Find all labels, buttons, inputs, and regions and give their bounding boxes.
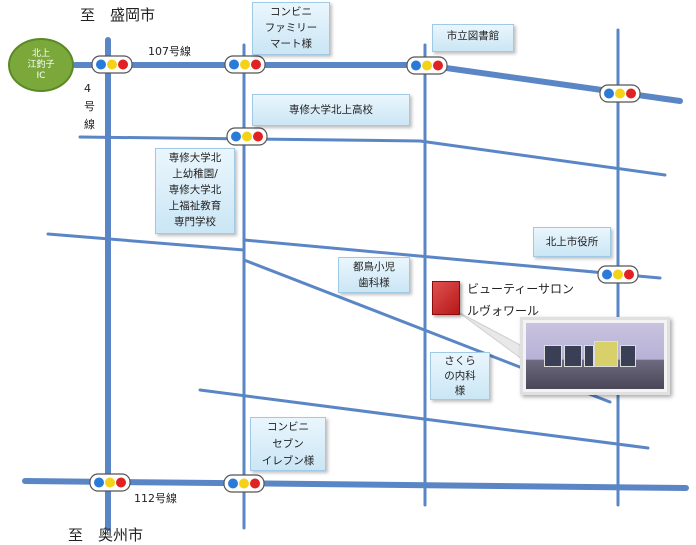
road-west-diagonal	[46, 232, 246, 252]
traffic-signals	[89, 55, 641, 493]
landmark-sakura-clinic: さくら の内科 様	[430, 352, 490, 400]
salon-photo-image	[526, 323, 664, 389]
route-112-label: 112号線	[134, 492, 177, 505]
photo-window	[584, 345, 594, 367]
photo-shop-sign	[594, 341, 618, 367]
interchange-name-1: 北上	[31, 48, 50, 59]
photo-window	[544, 345, 562, 367]
traffic-signal	[89, 473, 131, 492]
destination-label: ビューティーサロン ルヴォワール	[467, 282, 575, 318]
landmark-library: 市立図書館	[432, 24, 514, 52]
roads	[22, 28, 689, 531]
destination-marker[interactable]	[432, 281, 460, 315]
landmark-seven-eleven: コンビニ セブン イレブン様	[250, 417, 326, 471]
road-city-hall-street	[242, 238, 662, 280]
interchange-badge: 北上 江釣子 IC	[8, 38, 74, 92]
photo-window	[620, 345, 636, 367]
traffic-signal	[599, 84, 641, 103]
salon-photo	[520, 317, 670, 395]
traffic-signal	[224, 55, 266, 74]
traffic-signal	[597, 265, 639, 284]
landmark-senshu-high: 専修大学北上高校	[252, 94, 410, 126]
route-4-label: 4 号 線	[84, 82, 95, 131]
route-112-road	[22, 478, 689, 491]
interchange-name-3: IC	[36, 70, 46, 81]
landmark-family-mart: コンビニ ファミリー マート様	[252, 2, 330, 55]
south-direction-label: 至 奥州市	[68, 526, 144, 544]
landmark-dental-clinic: 都鳥小児 歯科様	[338, 257, 410, 293]
landmark-kindergarten: 専修大学北 上幼稚園/ 専修大学北 上福祉教育 専門学校	[155, 148, 235, 234]
photo-window	[564, 345, 582, 367]
traffic-signal	[223, 474, 265, 493]
road-east-diagonal	[418, 139, 667, 177]
traffic-signal	[91, 55, 133, 74]
interchange-name-2: 江釣子	[27, 59, 55, 70]
route-107-label: 107号線	[148, 45, 191, 58]
traffic-signal	[226, 127, 268, 146]
landmark-city-hall: 北上市役所	[533, 227, 611, 257]
traffic-signal	[406, 56, 448, 75]
north-direction-label: 至 盛岡市	[80, 6, 156, 24]
